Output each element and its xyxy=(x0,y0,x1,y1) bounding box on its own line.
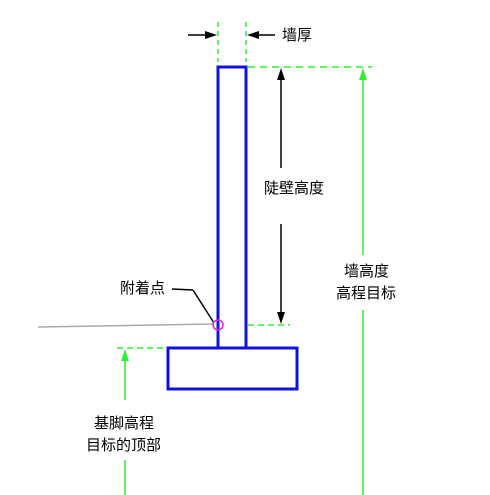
stem-height-dimension xyxy=(248,68,290,326)
wall-height-label-line2: 高程目标 xyxy=(336,284,396,302)
footing-top-elevation-dimension xyxy=(117,347,165,495)
attach-point-label: 附着点 xyxy=(120,279,165,297)
wall-stem xyxy=(216,65,248,350)
wall-height-label-line1: 墙高度 xyxy=(344,262,389,280)
footing-label-line1: 基脚高程 xyxy=(94,414,154,432)
wall-height-elevation-dimension xyxy=(359,68,367,495)
footing-label-line2: 目标的顶部 xyxy=(86,436,161,454)
wall-thickness-label: 墙厚 xyxy=(282,26,312,44)
wall-thickness-dimension xyxy=(188,22,275,62)
stem-height-label: 陡壁高度 xyxy=(264,179,324,197)
ground-line xyxy=(37,323,215,328)
wall-footing xyxy=(166,346,299,391)
attach-point-marker xyxy=(171,288,224,331)
